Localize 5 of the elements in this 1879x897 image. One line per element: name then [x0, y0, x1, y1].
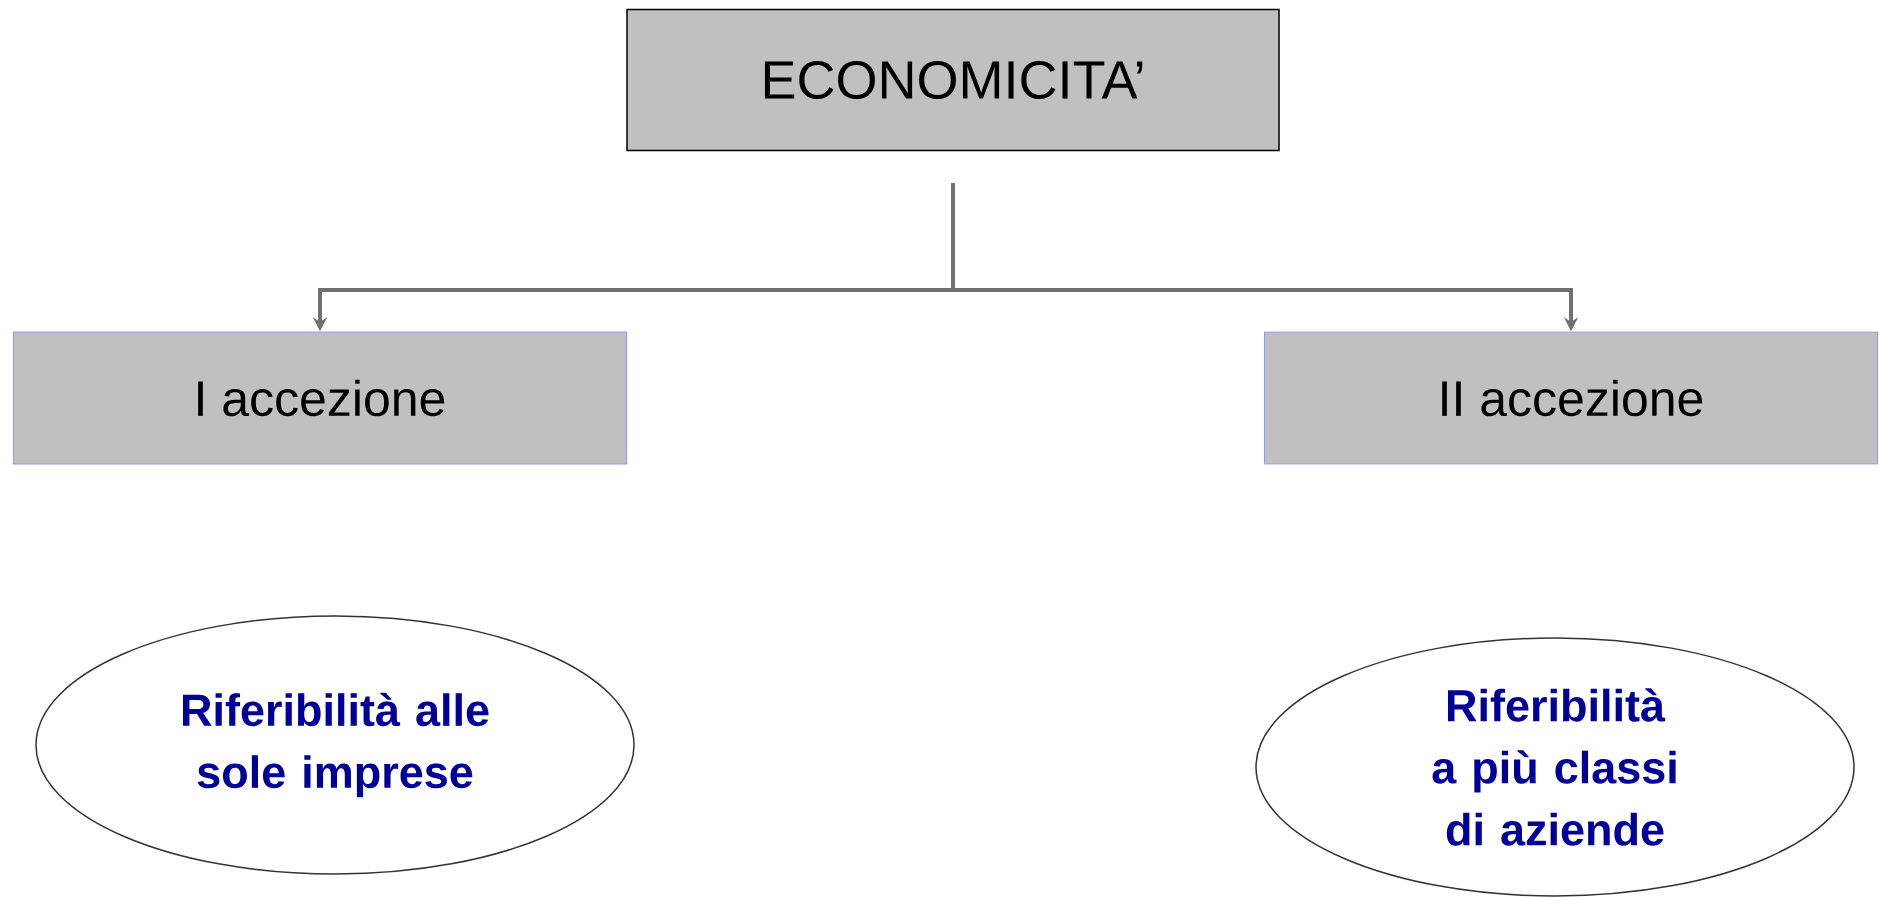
title-box: ECONOMICITA’ — [626, 8, 1280, 152]
description-oval: Riferibilità a più classi di aziende — [1255, 637, 1855, 897]
category-box: I accezione — [12, 331, 628, 465]
category-box: II accezione — [1263, 331, 1879, 465]
description-oval: Riferibilità alle sole imprese — [35, 615, 635, 875]
